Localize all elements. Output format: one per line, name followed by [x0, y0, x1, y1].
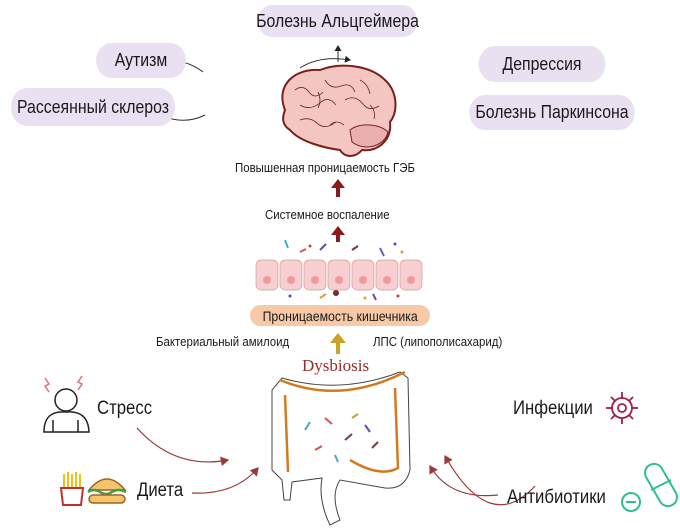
factor-infections: Инфекции	[513, 398, 593, 419]
disease-multiple-sclerosis: Рассеянный склероз	[11, 88, 175, 126]
factor-arrows	[136, 427, 536, 506]
red-up-arrows	[331, 179, 345, 242]
colon-icon	[271, 370, 411, 526]
disease-parkinson: Болезнь Паркинсона	[469, 95, 635, 130]
factor-stress: Стресс	[97, 398, 153, 419]
virus-icon	[606, 392, 638, 424]
stress-person-icon	[43, 375, 90, 433]
gut-permeability-label: Проницаемость кишечника	[262, 307, 418, 324]
factor-diet: Диета	[137, 480, 184, 501]
intestinal-epithelium-icon	[255, 239, 423, 301]
bacterial-amyloid-label: Бактериальный амилоид	[156, 334, 290, 349]
disease-alzheimer: Болезнь Альцгеймера	[256, 5, 419, 37]
systemic-inflammation-label: Системное воспаление	[265, 207, 390, 222]
brain-icon	[281, 64, 397, 157]
fastfood-icon	[59, 472, 127, 506]
factor-antibiotics: Антибиотики	[507, 487, 606, 508]
gut-permeability-pill: Проницаемость кишечника	[250, 305, 430, 326]
dysbiosis-label: Dysbiosis	[302, 356, 370, 375]
disease-depression: Депрессия	[478, 46, 606, 82]
bbb-permeability-label: Повышенная проницаемость ГЭБ	[235, 160, 415, 175]
antibiotic-pill-icon	[621, 462, 678, 512]
lps-label: ЛПС (липополисахарид)	[373, 334, 503, 349]
disease-autism: Аутизм	[96, 43, 186, 78]
gold-up-arrow	[330, 333, 346, 354]
